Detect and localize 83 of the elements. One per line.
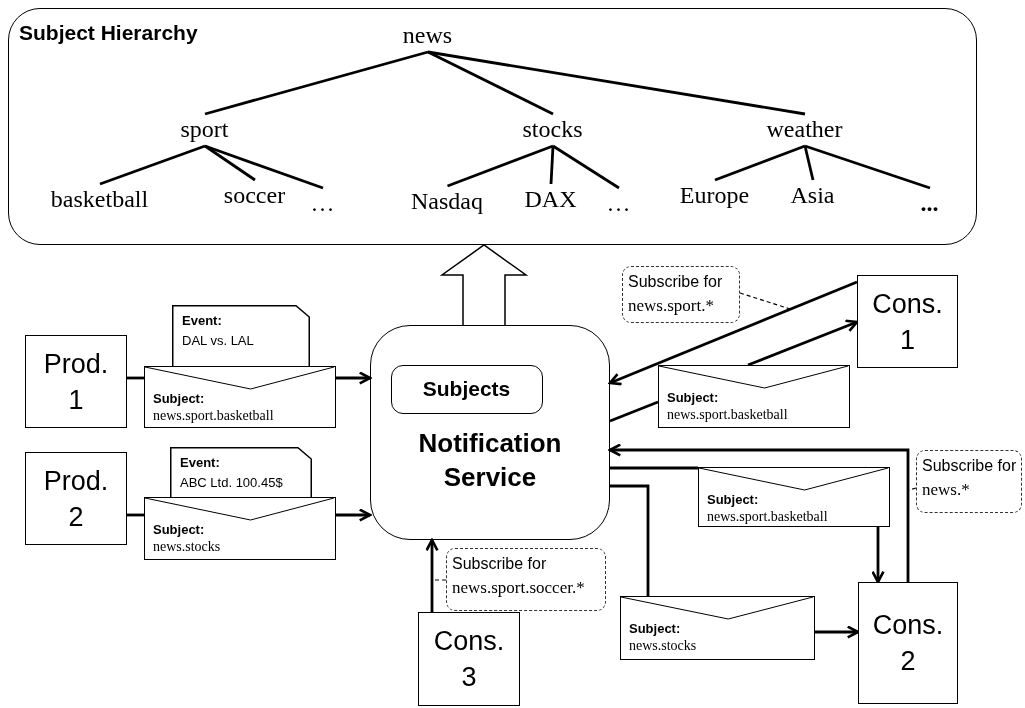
field-value: ABC Ltd. 100.45$ — [180, 475, 283, 490]
leader-line — [739, 292, 791, 310]
arrow — [815, 625, 860, 639]
tree-term: weather — [749, 113, 860, 146]
leader-line — [432, 579, 447, 581]
panel-title: Subject Hierarchy — [19, 21, 198, 45]
arrow — [425, 538, 439, 612]
tree-term: news — [391, 19, 464, 52]
tree-line — [552, 144, 620, 190]
box-label: Cons. 1 — [871, 287, 944, 357]
tree-term: Europe — [659, 179, 770, 214]
arrow — [608, 443, 910, 582]
tree-term: … — [305, 187, 340, 218]
arrow — [336, 371, 372, 385]
field-value: news.sport.basketball — [707, 509, 828, 525]
subject-pattern: news.sport.* — [628, 296, 714, 316]
service-box — [370, 325, 610, 540]
tree-line — [610, 484, 650, 596]
field-label: Subject: — [707, 492, 759, 507]
tree-line — [804, 144, 931, 190]
envelope — [658, 365, 850, 428]
tree-line — [447, 144, 554, 188]
tree-line — [99, 144, 206, 186]
field-value: news.stocks — [629, 638, 697, 654]
box-label: Cons. 2 — [871, 609, 945, 678]
box-label: Cons. 3 — [432, 625, 506, 694]
tree-line — [609, 400, 659, 423]
consumer-box — [857, 275, 958, 368]
tree-line — [610, 466, 698, 470]
tree-term: … — [599, 187, 638, 218]
tree-line — [803, 145, 815, 181]
arrow — [747, 319, 859, 367]
consumer-box — [858, 582, 958, 704]
subject-pattern: news.* — [922, 480, 970, 500]
subjects-box: Subjects — [390, 364, 543, 414]
tree-term: DAX — [519, 183, 582, 216]
tree-line — [427, 50, 806, 116]
tree-line — [427, 50, 554, 116]
box-label: Prod. 1 — [42, 347, 110, 417]
tree-term: sport — [164, 113, 245, 146]
box-label: Prod. 2 — [42, 464, 110, 534]
field-label: Subject: — [153, 522, 205, 537]
tree-term: soccer — [204, 179, 305, 212]
block-arrow — [439, 244, 529, 326]
tree-term: Nasdaq — [394, 185, 500, 218]
tree-term: ... — [912, 187, 947, 218]
tree-term: Asia — [779, 179, 846, 214]
arrow — [608, 280, 858, 386]
envelope — [144, 366, 336, 428]
tree-line — [714, 144, 806, 182]
tree-line — [204, 50, 429, 116]
callout-text: Subscribe for — [452, 555, 547, 573]
arrow — [871, 527, 885, 584]
callout-text: Subscribe for — [628, 273, 723, 291]
field-value: DAL vs. LAL — [182, 333, 254, 348]
field-value: news.sport.basketball — [153, 408, 274, 424]
consumer-box — [418, 612, 520, 706]
field-label: Subject: — [153, 391, 205, 406]
letter-card — [172, 305, 310, 366]
callout-box — [622, 266, 740, 323]
callout-text: Subscribe for — [922, 457, 1017, 475]
field-label: Event: — [180, 455, 220, 470]
callout-box — [446, 548, 606, 611]
subject-pattern: news.sport.soccer.* — [452, 578, 585, 598]
producer-box — [25, 452, 127, 545]
envelope — [698, 467, 890, 527]
tree-term: stocks — [507, 113, 598, 146]
tree-line — [549, 145, 555, 185]
service-title: Notification Service — [417, 427, 563, 494]
field-value: news.stocks — [153, 539, 221, 555]
field-label: Subject: — [667, 390, 719, 405]
tree-line — [204, 144, 324, 190]
letter-card — [170, 447, 312, 497]
field-label: Event: — [182, 313, 222, 328]
envelope — [144, 497, 336, 560]
envelope — [620, 596, 815, 660]
field-label: Subject: — [629, 621, 681, 636]
callout-box — [916, 450, 1022, 513]
tree-term: basketball — [24, 183, 175, 218]
producer-box — [25, 335, 127, 428]
field-value: news.sport.basketball — [667, 407, 788, 423]
hierarchy-panel — [8, 8, 977, 245]
arrow — [336, 508, 372, 522]
